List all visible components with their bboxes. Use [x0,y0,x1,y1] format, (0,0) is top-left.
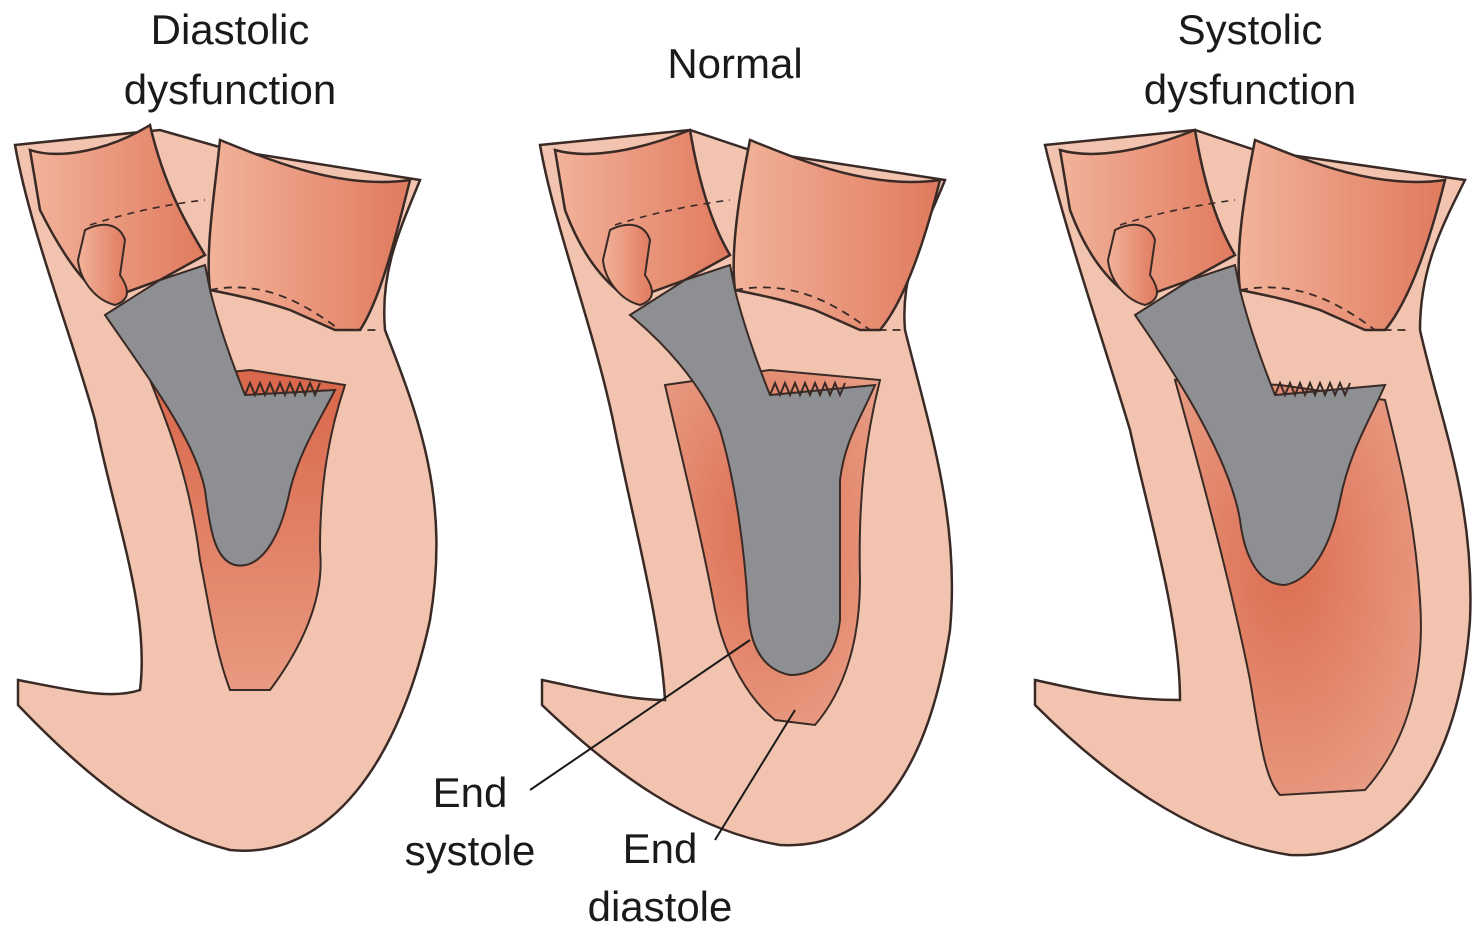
panel-normal [530,130,952,845]
label-end-systole: End systole [380,764,560,880]
panel-systolic [1035,130,1470,855]
label-end-diastole: End diastole [560,820,760,936]
panel-diastolic [15,125,436,851]
